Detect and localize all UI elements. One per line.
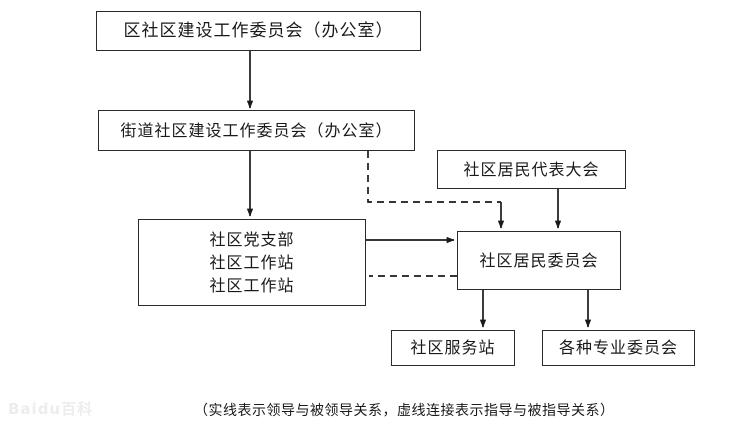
node-label: 社区党支部 <box>209 229 295 249</box>
node-party-branch-workstation: 社区党支部社区工作站社区工作站 <box>138 219 366 306</box>
node-label: 各种专业委员会 <box>558 338 678 358</box>
node-label: 社区居民代表大会 <box>463 159 600 179</box>
baidu-baike-watermark: Baidu百科 <box>8 400 94 418</box>
node-label: 街道社区建设工作委员会（办公室） <box>120 120 393 140</box>
node-label: 社区工作站 <box>209 252 295 272</box>
node-street-committee: 街道社区建设工作委员会（办公室） <box>98 110 415 151</box>
diagram-legend-caption: （实线表示领导与被领导关系，虚线连接表示指导与被指导关系） <box>194 403 615 419</box>
node-service-station: 社区服务站 <box>391 330 515 366</box>
node-specialized-committees: 各种专业委员会 <box>542 330 695 366</box>
node-residents-committee: 社区居民委员会 <box>457 231 621 290</box>
node-label: 社区居民委员会 <box>479 250 599 270</box>
node-label: 社区工作站 <box>209 276 295 296</box>
node-district-committee: 区社区建设工作委员会（办公室） <box>96 11 421 51</box>
node-label: 区社区建设工作委员会（办公室） <box>123 20 394 41</box>
node-label: 社区服务站 <box>410 338 496 358</box>
node-residents-congress: 社区居民代表大会 <box>437 150 626 189</box>
